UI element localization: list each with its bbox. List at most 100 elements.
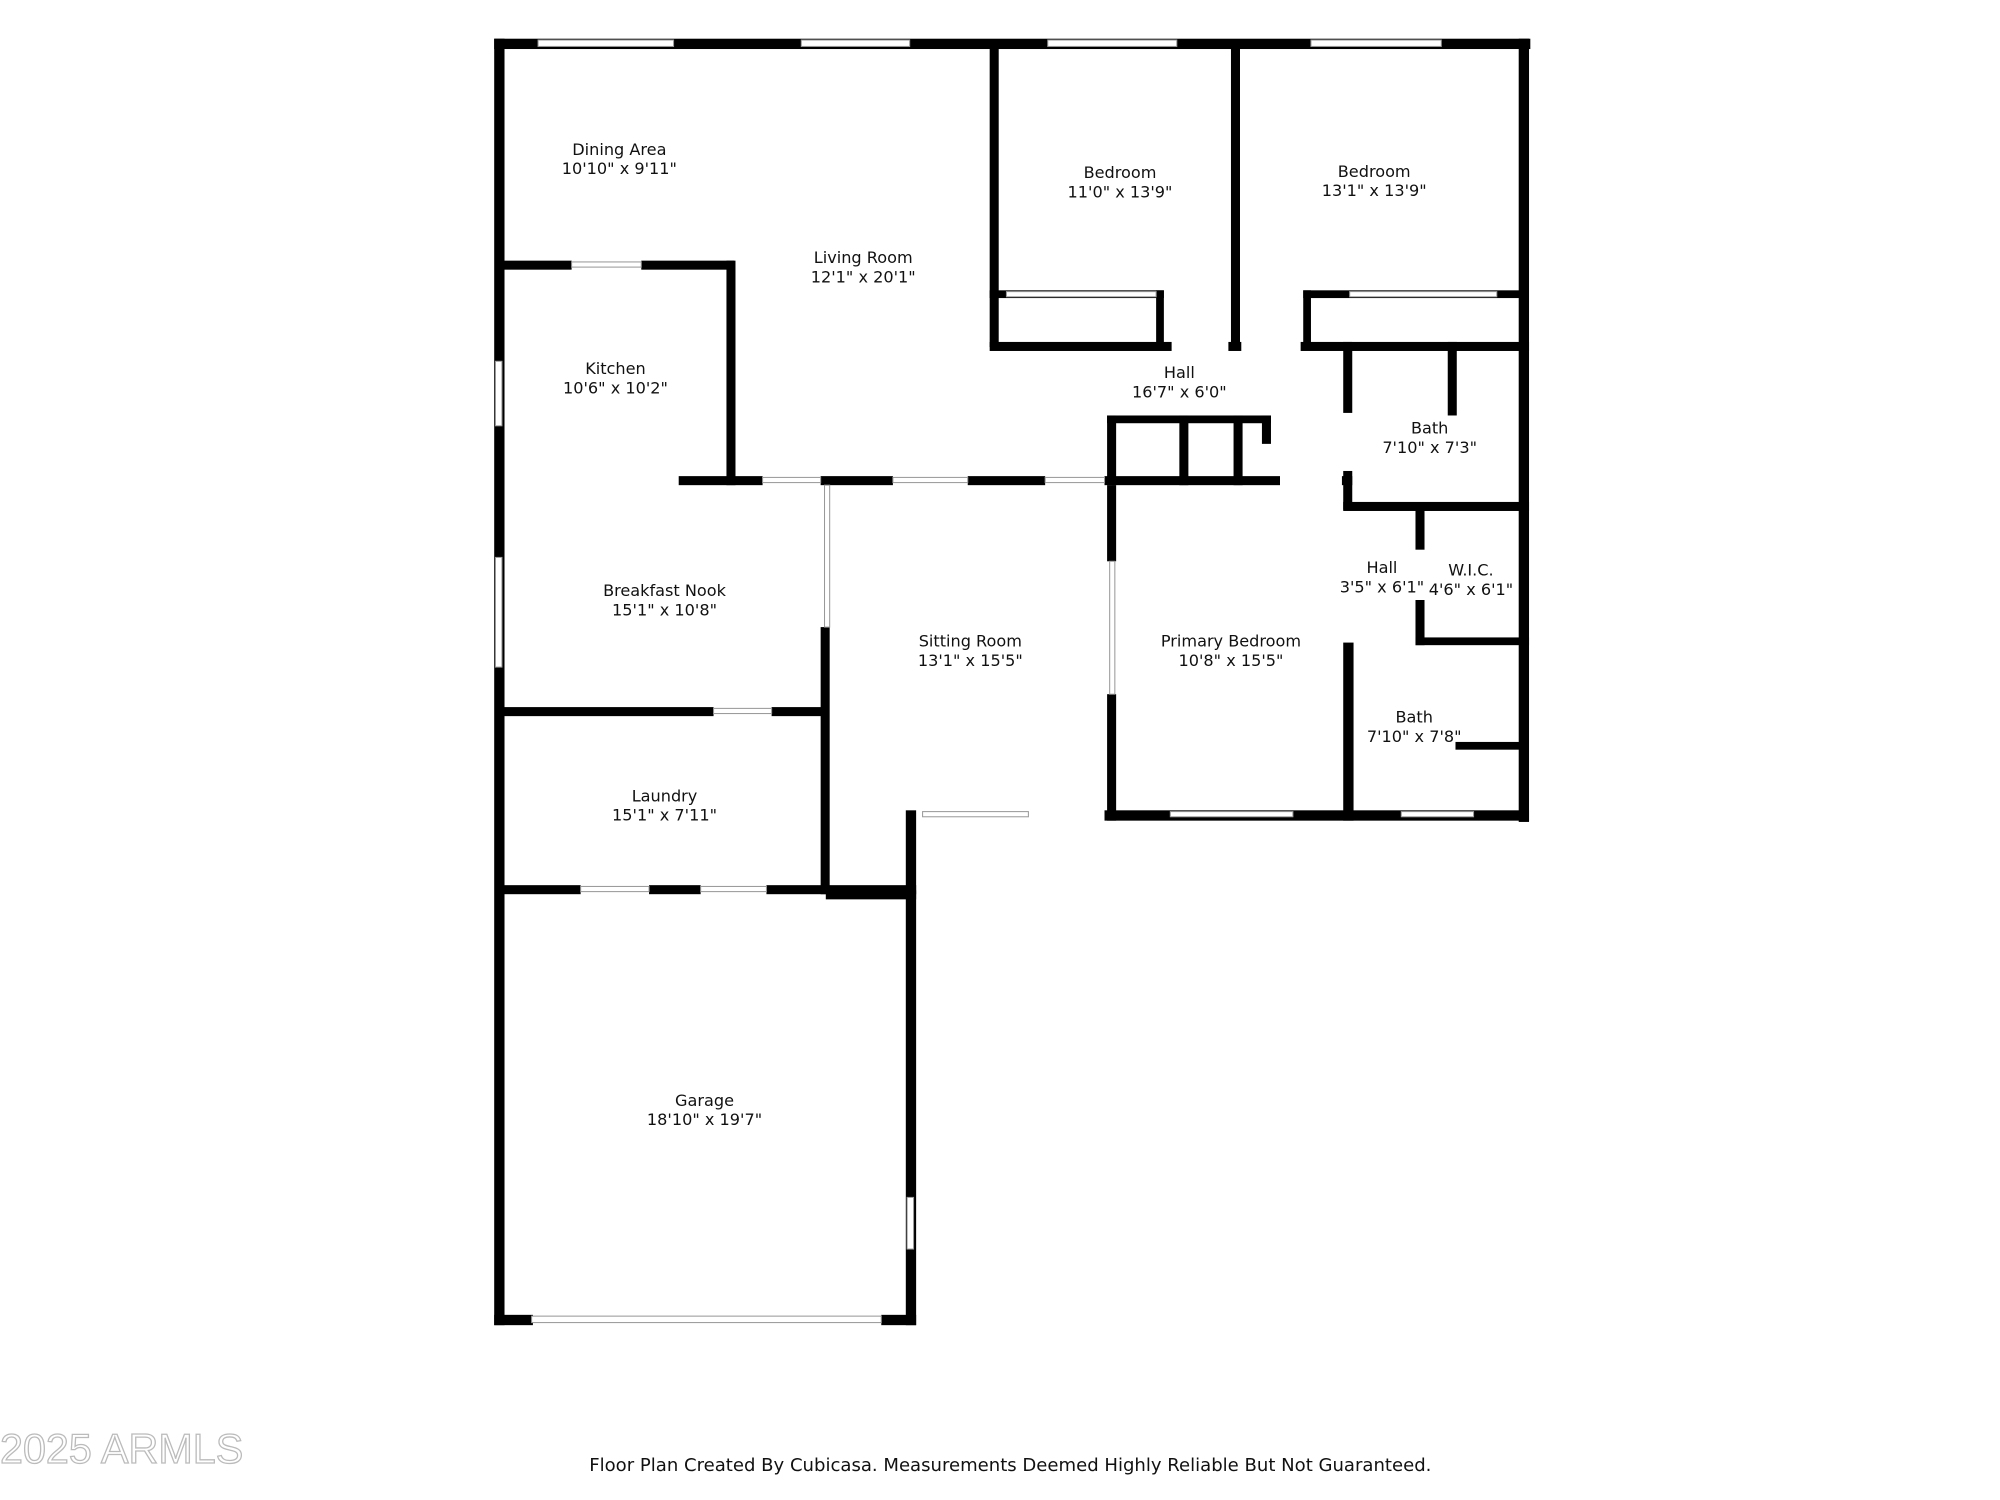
wall xyxy=(967,476,1046,486)
wall xyxy=(1230,42,1240,348)
room-size: 4'6" x 6'1" xyxy=(1429,580,1513,599)
window xyxy=(537,39,675,47)
window xyxy=(580,885,650,893)
wall xyxy=(494,38,1531,50)
wall xyxy=(1261,415,1271,444)
wall xyxy=(820,627,830,895)
wall xyxy=(989,341,1172,351)
wall xyxy=(726,260,736,486)
room-name: Bedroom xyxy=(1084,163,1157,182)
wall xyxy=(771,707,828,717)
window xyxy=(1169,811,1294,818)
window xyxy=(713,707,773,715)
wall xyxy=(1343,642,1354,821)
wall xyxy=(498,885,581,895)
wall xyxy=(678,476,763,486)
wall xyxy=(1415,637,1530,646)
room-size: 10'6" x 10'2" xyxy=(563,379,668,398)
room-name: Garage xyxy=(675,1091,734,1110)
wall xyxy=(641,260,735,270)
wall xyxy=(1104,810,1530,821)
wall xyxy=(1107,415,1271,424)
wall xyxy=(1228,341,1242,351)
room-name: Primary Bedroom xyxy=(1161,631,1301,650)
wall xyxy=(1107,485,1117,562)
room-size: 13'1" x 15'5" xyxy=(918,651,1023,670)
window xyxy=(1047,39,1178,47)
wall xyxy=(881,1314,917,1326)
room-size: 18'10" x 19'7" xyxy=(647,1110,762,1129)
window xyxy=(1109,560,1116,695)
wall xyxy=(1455,741,1524,750)
wall xyxy=(766,885,917,895)
room-size: 7'10" x 7'8" xyxy=(1367,727,1462,746)
room-name: Kitchen xyxy=(585,359,646,378)
window xyxy=(762,476,822,484)
wall xyxy=(1343,501,1530,511)
room-name: Hall xyxy=(1366,558,1397,577)
wall xyxy=(1518,38,1530,822)
window xyxy=(1310,39,1442,47)
room-size: 12'1" x 20'1" xyxy=(811,268,916,287)
window xyxy=(824,484,831,628)
window xyxy=(700,885,767,893)
room-size: 10'10" x 9'11" xyxy=(562,159,677,178)
window xyxy=(922,811,1029,818)
walls xyxy=(494,38,1531,1326)
wall xyxy=(1343,341,1353,413)
wall xyxy=(1107,415,1117,486)
room-size: 7'10" x 7'3" xyxy=(1382,438,1477,457)
room-size: 3'5" x 6'1" xyxy=(1340,577,1424,596)
window xyxy=(906,1196,915,1250)
room-size: 15'1" x 7'11" xyxy=(612,806,717,825)
wall xyxy=(1107,694,1117,821)
window xyxy=(494,360,503,427)
wall xyxy=(1179,415,1189,486)
wall xyxy=(989,42,999,348)
room-name: Living Room xyxy=(814,248,913,267)
room-size: 15'1" x 10'8" xyxy=(612,600,717,619)
window xyxy=(1349,291,1498,298)
window xyxy=(1044,476,1106,484)
watermark: 2025 ARMLS xyxy=(0,1426,243,1472)
wall xyxy=(825,890,917,900)
room-name: Dining Area xyxy=(572,140,666,159)
room-name: Bedroom xyxy=(1338,162,1411,181)
window xyxy=(494,556,503,668)
wall xyxy=(820,476,893,486)
wall xyxy=(649,885,701,895)
credit-text: Floor Plan Created By Cubicasa. Measurem… xyxy=(589,1455,1431,1476)
wall xyxy=(1233,415,1243,486)
window xyxy=(531,1315,882,1324)
wall xyxy=(494,38,505,1326)
wall xyxy=(1303,290,1311,348)
wall xyxy=(1447,341,1457,416)
room-wic: W.I.C.4'6" x 6'1" xyxy=(1429,560,1513,598)
room-name: Hall xyxy=(1164,363,1195,382)
wall xyxy=(1112,476,1280,486)
wall xyxy=(1415,507,1425,550)
wall xyxy=(905,810,917,1326)
room-size: 16'7" x 6'0" xyxy=(1132,382,1227,401)
window xyxy=(1005,291,1157,298)
room-name: Laundry xyxy=(632,786,698,805)
room-name: W.I.C. xyxy=(1448,560,1493,579)
wall xyxy=(1343,470,1353,510)
room-size: 11'0" x 13'9" xyxy=(1068,182,1173,201)
room-name: Bath xyxy=(1395,708,1432,727)
windows xyxy=(494,39,1498,1324)
